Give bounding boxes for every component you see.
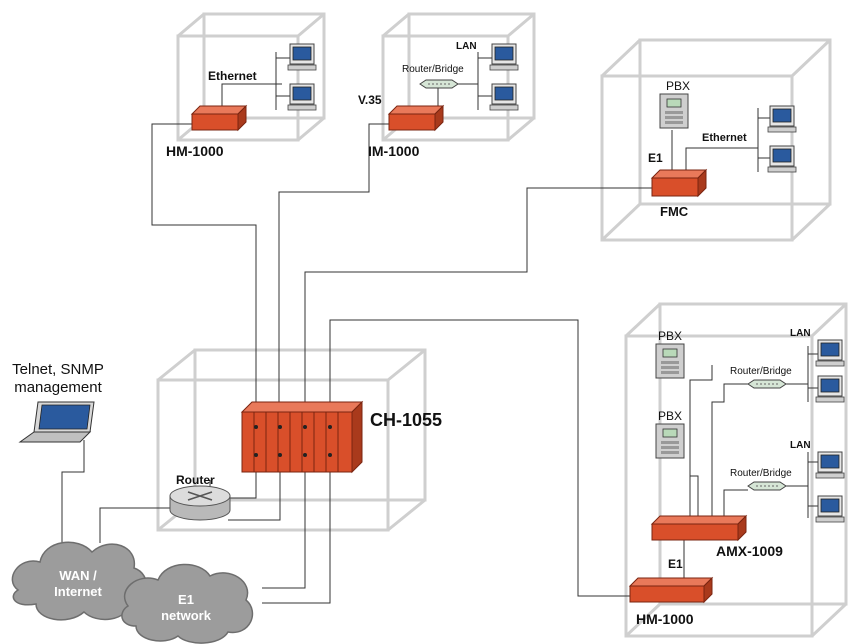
pbx-icon	[659, 93, 689, 129]
enclosure-amx1009	[624, 302, 848, 638]
computer-icon	[815, 339, 845, 367]
router-bridge-icon	[747, 481, 787, 491]
label-e1-fmc: E1	[648, 151, 663, 165]
cloud-icon	[11, 541, 254, 644]
label-im1000: IM-1000	[368, 143, 420, 159]
computer-icon	[489, 43, 519, 71]
router-bridge-icon	[747, 379, 787, 389]
computer-icon	[815, 495, 845, 523]
label-router-bridge-amx-1: Router/Bridge	[730, 366, 792, 377]
label-wan-line2: Internet	[54, 584, 102, 599]
device-hm1000-top	[190, 104, 248, 132]
label-e1-amx: E1	[668, 557, 683, 571]
enclosure-ch1055	[156, 348, 427, 532]
label-lan-amx-1: LAN	[790, 328, 811, 339]
laptop-icon	[18, 401, 95, 443]
label-router: Router	[176, 473, 215, 487]
device-im1000	[387, 104, 445, 132]
label-amx1009: AMX-1009	[716, 543, 783, 559]
label-lan-im: LAN	[456, 41, 477, 52]
device-hm1000-bottom	[628, 576, 714, 604]
label-hm1000-bottom: HM-1000	[636, 611, 694, 627]
connection-lines	[61, 52, 818, 604]
router-icon	[169, 485, 231, 521]
label-v35: V.35	[358, 93, 382, 107]
label-hm1000-top: HM-1000	[166, 143, 224, 159]
enclosure-hm1000-top	[176, 12, 326, 142]
label-ch1055: CH-1055	[370, 410, 442, 430]
label-wan-line1: WAN /	[59, 568, 97, 583]
computer-icon	[815, 375, 845, 403]
label-ethernet-top: Ethernet	[208, 69, 257, 83]
device-amx1009	[650, 514, 748, 542]
computer-icon	[767, 105, 797, 133]
pbx-icon	[655, 423, 685, 459]
label-e1net-line1: E1	[178, 592, 194, 607]
pbx-icon	[655, 343, 685, 379]
enclosure-fmc	[600, 38, 832, 242]
label-e1net-line2: network	[161, 608, 212, 623]
computer-icon	[767, 145, 797, 173]
computer-icon	[287, 83, 317, 111]
label-telnet-line1: Telnet, SNMP	[12, 361, 104, 378]
computer-icon	[489, 83, 519, 111]
label-pbx-amx-1: PBX	[658, 329, 682, 343]
label-lan-amx-2: LAN	[790, 440, 811, 451]
label-telnet-line2: management	[14, 379, 102, 396]
label-router-bridge-im: Router/Bridge	[402, 64, 464, 75]
label-router-bridge-amx-2: Router/Bridge	[730, 468, 792, 479]
device-ch1055	[240, 400, 364, 474]
router-bridge-icon	[419, 79, 459, 89]
label-ethernet-fmc: Ethernet	[702, 132, 747, 144]
label-fmc: FMC	[660, 204, 689, 219]
label-pbx-fmc: PBX	[666, 79, 690, 93]
device-fmc	[650, 168, 708, 198]
label-pbx-amx-2: PBX	[658, 409, 682, 423]
computer-icon	[815, 451, 845, 479]
enclosure-im1000	[381, 12, 536, 142]
computer-icon	[287, 43, 317, 71]
